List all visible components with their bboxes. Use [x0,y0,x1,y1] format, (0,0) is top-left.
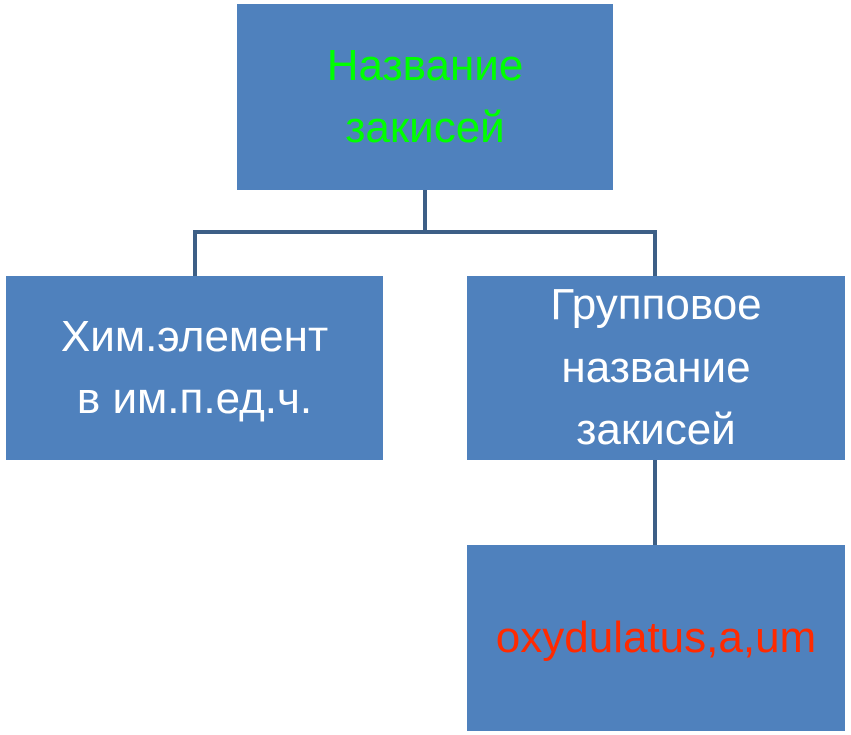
right-node-box: Групповое название закисей [467,276,845,460]
bottom-node-label: oxydulatus,a,um [495,612,817,662]
right-node-label: Групповое название закисей [550,280,762,455]
left-node-box: Хим.элемент в им.п.ед.ч. [6,276,383,460]
root-node-label: Название закисей [326,40,524,152]
left-node-label: Хим.элемент в им.п.ед.ч. [60,311,329,423]
root-node-box: Название закисей [237,4,613,190]
bottom-node-box: oxydulatus,a,um [467,545,845,731]
